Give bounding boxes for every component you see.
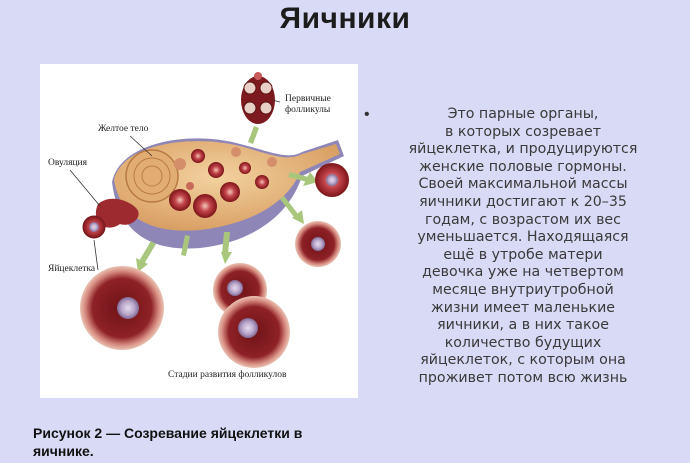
primary-follicles	[241, 72, 275, 124]
development-arrows	[139, 126, 312, 264]
label-follicle-stages: Стадии развития фолликулов	[168, 370, 287, 380]
label-egg-cell: Яйцеклетка	[48, 264, 96, 274]
leader-lines	[69, 99, 281, 271]
bullet-marker: •	[364, 106, 370, 123]
follicle-large-bottom	[218, 296, 290, 368]
follicle-left-large	[80, 266, 164, 350]
ovary-illustration: Первичные фолликулы Желтое тело Овуляция…	[40, 64, 358, 398]
ovulation-site	[82, 198, 139, 239]
description-text: Это парные органы, в которых созревает я…	[408, 106, 638, 386]
label-ovulation: Овуляция	[48, 158, 88, 168]
label-corpus-luteum: Желтое тело	[98, 124, 149, 134]
follicle-small-right	[315, 163, 349, 197]
label-primary-follicles: Первичные фолликулы	[285, 94, 331, 115]
follicle-medium-right	[295, 221, 341, 267]
ovary-diagram	[69, 72, 349, 368]
figure-caption: Рисунок 2 — Созревание яйцеклетки в яичн…	[33, 425, 303, 459]
ovary-body	[112, 138, 344, 249]
page-title: Яичники	[279, 2, 411, 35]
